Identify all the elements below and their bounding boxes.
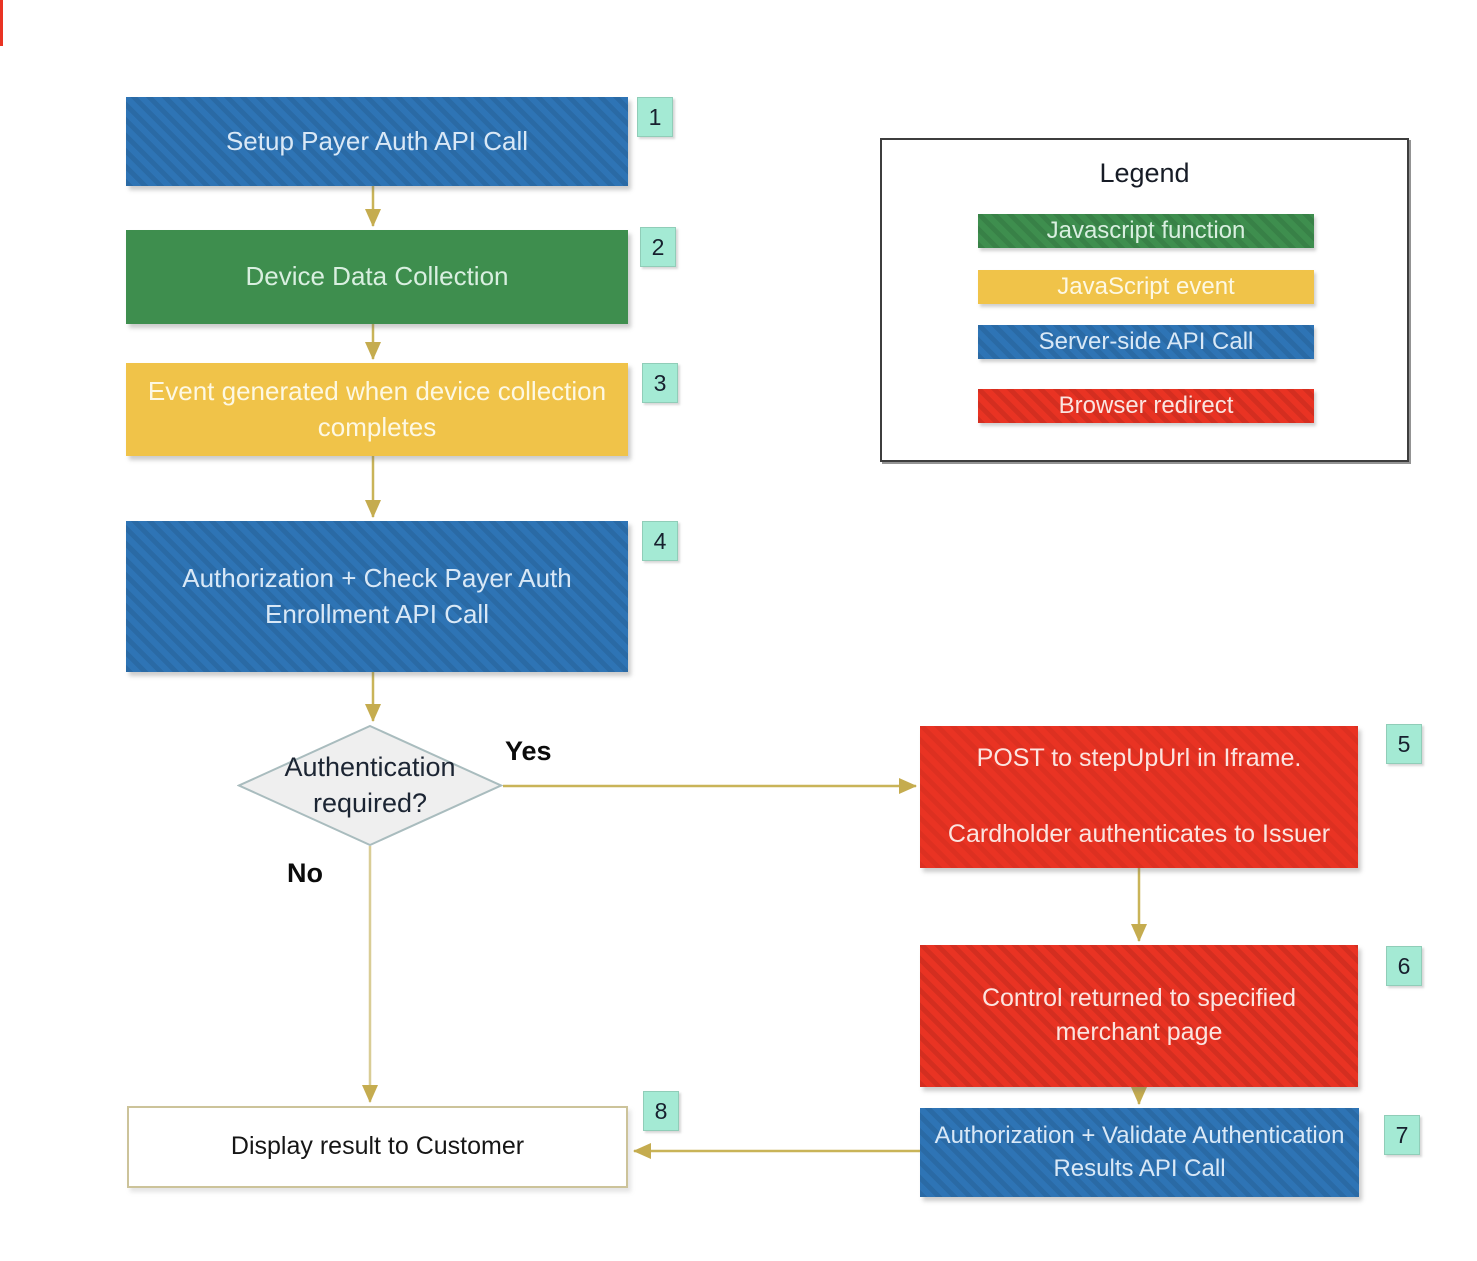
node-device-collection-event: Event generated when device collection c… — [126, 363, 628, 456]
node-validate-auth-results: Authorization + Validate Authentication … — [920, 1108, 1359, 1197]
node-setup-payer-auth: Setup Payer Auth API Call — [126, 97, 628, 186]
decision-label: Authentication required? — [284, 752, 456, 818]
legend-item-javascript-function: Javascript function — [978, 214, 1314, 248]
node-control-returned: Control returned to specified merchant p… — [920, 945, 1358, 1087]
step-badge-6: 6 — [1386, 946, 1422, 986]
node-device-data-collection: Device Data Collection — [126, 230, 628, 324]
step-badge-5: 5 — [1386, 724, 1422, 764]
step-badge-1: 1 — [637, 97, 673, 137]
branch-label-no: No — [287, 858, 323, 888]
legend-item-javascript-event: JavaScript event — [978, 270, 1314, 304]
step-badge-4: 4 — [642, 521, 678, 561]
legend-box: Legend Javascript function JavaScript ev… — [880, 138, 1409, 462]
legend-title: Legend — [1099, 158, 1190, 188]
step-badge-8: 8 — [643, 1091, 679, 1131]
step-badge-7: 7 — [1384, 1115, 1420, 1155]
node-post-stepupurl: POST to stepUpUrl in Iframe. Cardholder … — [920, 726, 1358, 868]
node-display-result: Display result to Customer — [127, 1106, 628, 1188]
step-badge-3: 3 — [642, 363, 678, 403]
decision-diamond-shape — [237, 725, 503, 846]
node-post-stepupurl-line1: POST to stepUpUrl in Iframe. — [976, 744, 1302, 772]
node-check-enrollment: Authorization + Check Payer Auth Enrollm… — [126, 521, 628, 672]
page-edge-artifact — [0, 0, 3, 46]
legend-item-server-side-api-call: Server-side API Call — [978, 325, 1314, 359]
node-post-stepupurl-line2: Cardholder authenticates to Issuer — [947, 820, 1331, 849]
step-badge-2: 2 — [640, 227, 676, 267]
legend-item-browser-redirect: Browser redirect — [978, 389, 1314, 423]
decision-authentication-required: Authentication required? — [237, 725, 503, 846]
branch-label-yes: Yes — [505, 736, 552, 766]
